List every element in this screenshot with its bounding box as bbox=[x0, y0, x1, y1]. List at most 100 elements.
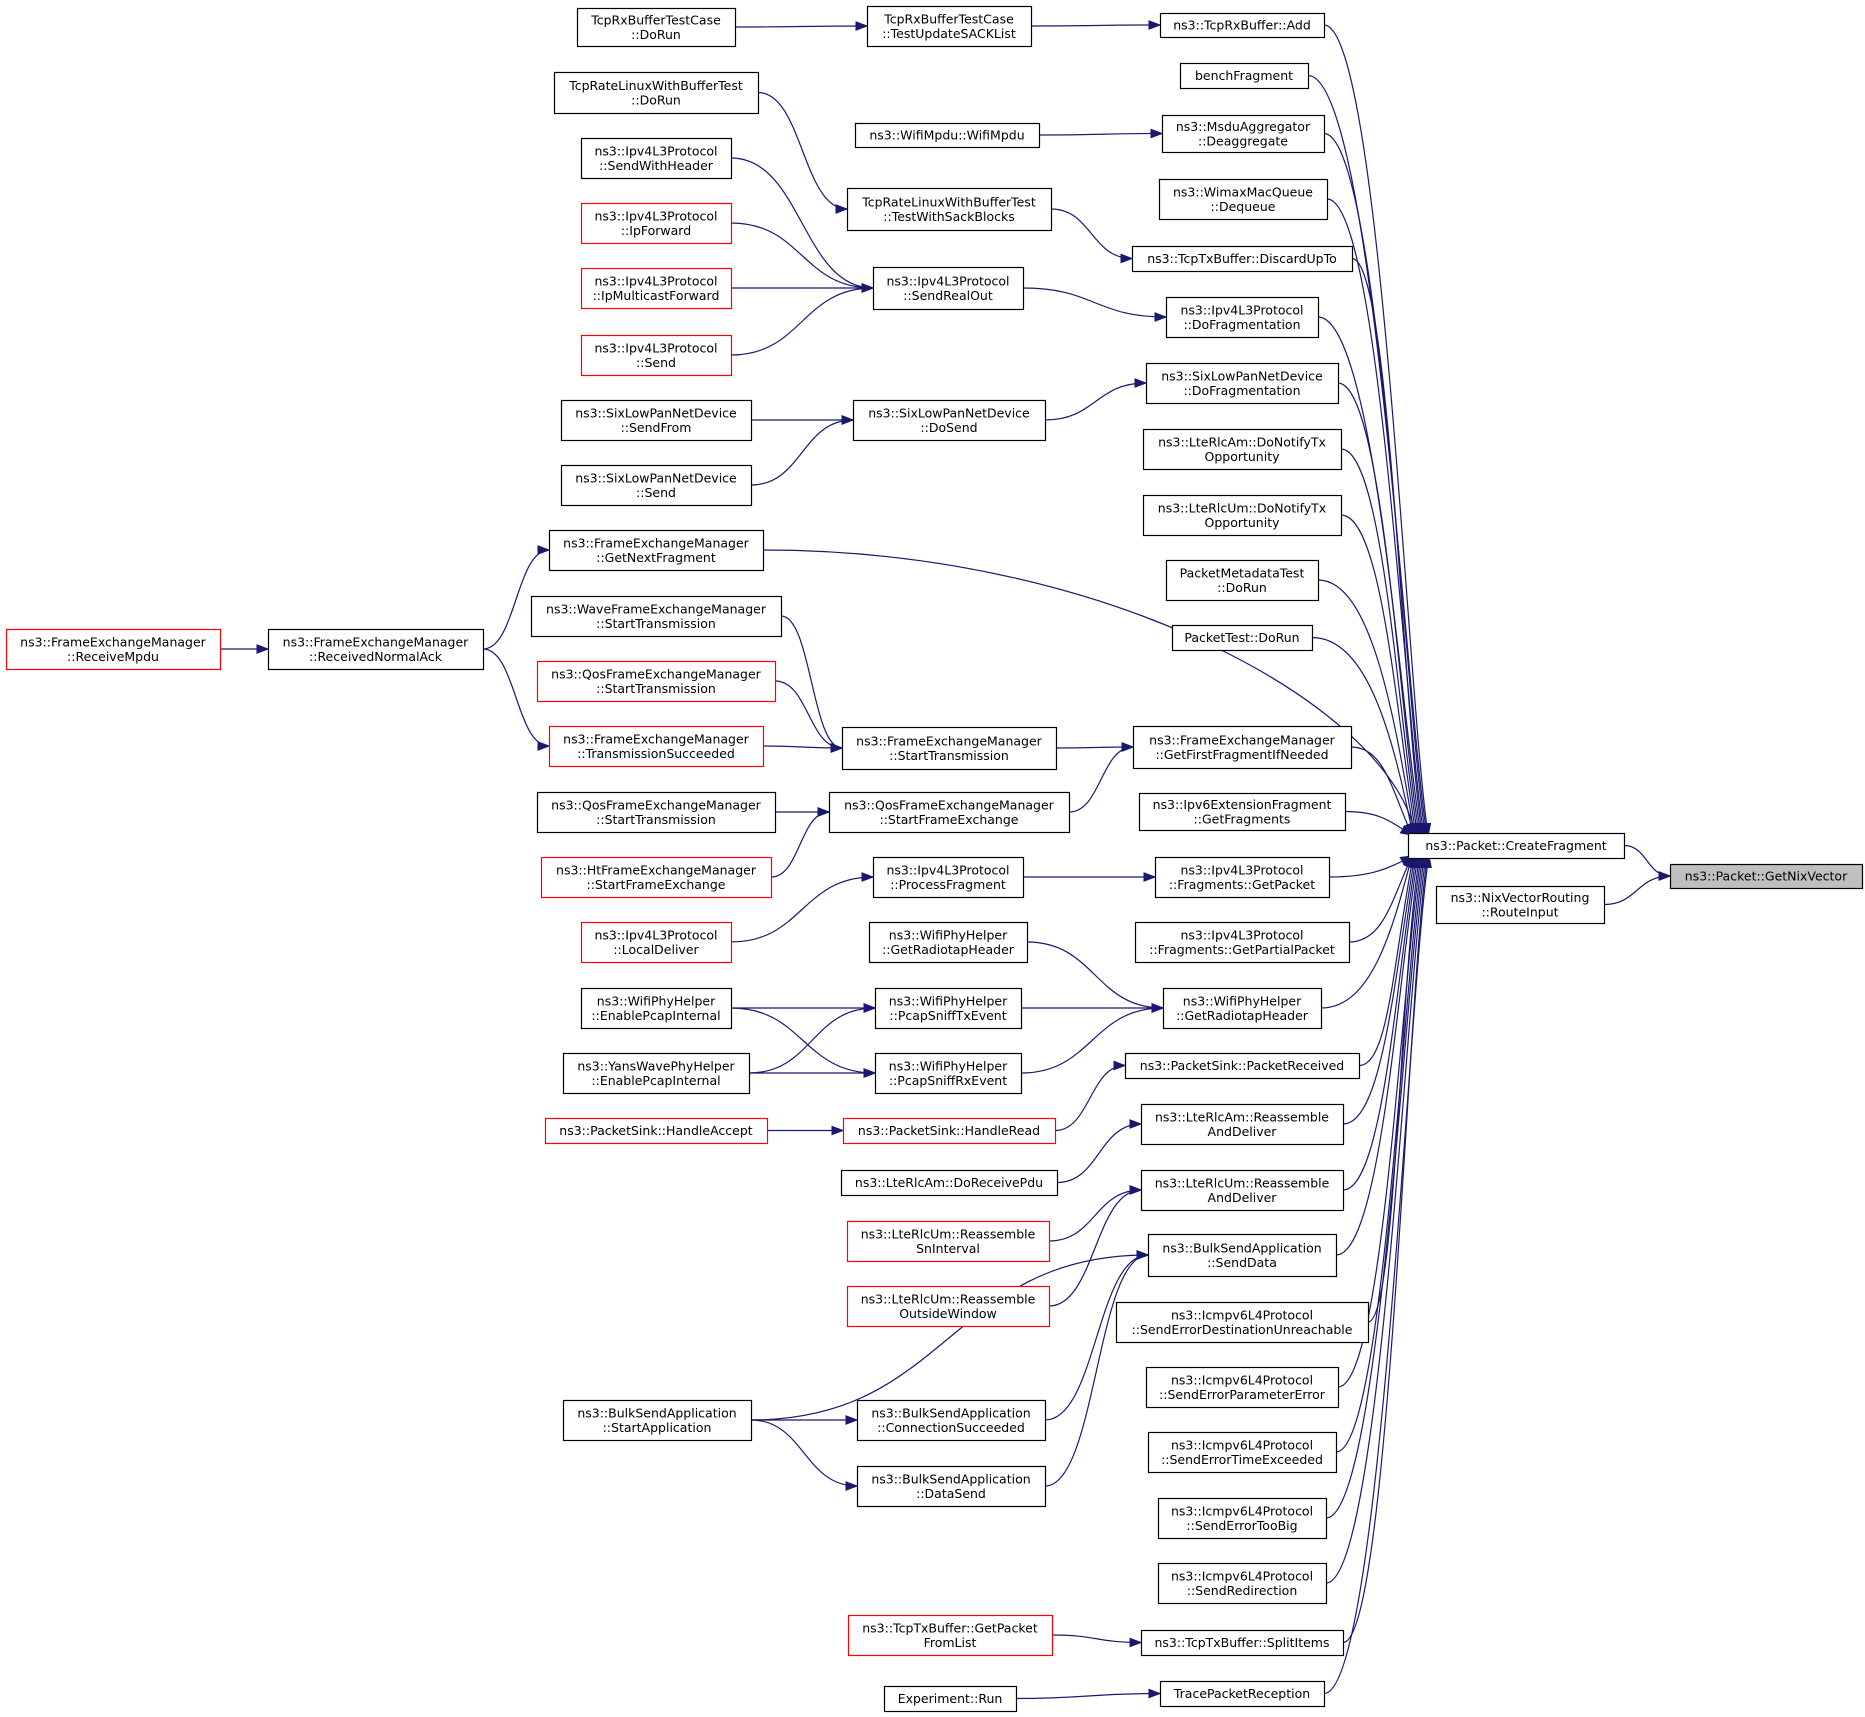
node-box bbox=[846, 187, 1053, 232]
node-fem_getnext[interactable]: ns3::FrameExchangeManager::GetNextFragme… bbox=[548, 529, 765, 572]
node-icmpdestunreach[interactable]: ns3::Icmpv6L4Protocol::SendErrorDestinat… bbox=[1115, 1301, 1370, 1344]
node-ipv4sendwithhdr[interactable]: ns3::Ipv4L3Protocol::SendWithHeader bbox=[580, 137, 733, 180]
node-ipv4dofrag[interactable]: ns3::Ipv4L3Protocol::DoFragmentation bbox=[1165, 296, 1320, 339]
node-wifisnifftx[interactable]: ns3::WifiPhyHelper::PcapSniffTxEvent bbox=[874, 987, 1023, 1030]
node-ipv4ipforward[interactable]: ns3::Ipv4L3Protocol::IpForward bbox=[580, 202, 733, 245]
node-sixsend[interactable]: ns3::SixLowPanNetDevice::Send bbox=[560, 464, 753, 507]
node-box bbox=[1157, 1497, 1328, 1540]
node-tcptxsplit[interactable]: ns3::TcpTxBuffer::SplitItems bbox=[1140, 1629, 1345, 1657]
node-wifiradiotap2[interactable]: ns3::WifiPhyHelper::GetRadiotapHeader bbox=[1162, 987, 1323, 1030]
node-fem_recvmpdu[interactable]: ns3::FrameExchangeManager::ReceiveMpdu bbox=[5, 628, 222, 671]
edge-arrowhead bbox=[1399, 824, 1414, 836]
edge-nixrouteinput-to-getnixvector bbox=[1603, 871, 1672, 906]
node-label-line: ns3::BulkSendApplication bbox=[871, 1471, 1030, 1486]
node-qosfem_starttx[interactable]: ns3::QosFrameExchangeManager::StartTrans… bbox=[536, 791, 777, 834]
node-wimaxdequeue[interactable]: ns3::WimaxMacQueue::Dequeue bbox=[1158, 178, 1329, 221]
node-tcpratetestdorun[interactable]: TcpRateLinuxWithBufferTest::DoRun bbox=[553, 71, 760, 115]
node-fem_starttx[interactable]: ns3::FrameExchangeManager::StartTransmis… bbox=[841, 726, 1058, 771]
node-label-line: ::StartTransmission bbox=[889, 748, 1009, 763]
edge-tcprxtestupdate-to-tcprxadd bbox=[1030, 20, 1162, 30]
node-ipv4localdeliver[interactable]: ns3::Ipv4L3Protocol::LocalDeliver bbox=[580, 921, 733, 964]
node-tcprxadd[interactable]: ns3::TcpRxBuffer::Add bbox=[1159, 12, 1326, 39]
edge-arrowhead bbox=[1658, 871, 1672, 881]
node-tcprxtestupdate[interactable]: TcpRxBufferTestCase::TestUpdateSACKList bbox=[866, 5, 1033, 48]
node-lteamdorecv[interactable]: ns3::LteRlcAm::DoReceivePdu bbox=[840, 1169, 1059, 1197]
edge-bulkstartapp-to-bulkdatasend bbox=[750, 1419, 859, 1491]
node-label-line: ns3::LteRlcAm::DoNotifyTx bbox=[1158, 434, 1326, 449]
edge-arrowhead bbox=[845, 1481, 859, 1491]
edge-line bbox=[1051, 1634, 1142, 1644]
node-msdudeagg[interactable]: ns3::MsduAggregator::Deaggregate bbox=[1161, 114, 1326, 154]
node-ipv6extfrag[interactable]: ns3::Ipv6ExtensionFragment::GetFragments bbox=[1138, 792, 1347, 832]
node-tcprxtestdorun[interactable]: TcpRxBufferTestCase::DoRun bbox=[576, 7, 737, 48]
node-qosfem_startfe[interactable]: ns3::QosFrameExchangeManager::StartFrame… bbox=[828, 791, 1071, 834]
node-ipv4sendrealout[interactable]: ns3::Ipv4L3Protocol::SendRealOut bbox=[872, 266, 1025, 311]
node-label-line: ns3::FrameExchangeManager bbox=[283, 634, 469, 649]
edge-arrowhead bbox=[863, 1003, 877, 1013]
node-sixdofrag[interactable]: ns3::SixLowPanNetDevice::DoFragmentation bbox=[1145, 362, 1340, 405]
node-pktsinkrecv[interactable]: ns3::PacketSink::PacketReceived bbox=[1124, 1052, 1361, 1080]
edge-line bbox=[1350, 746, 1413, 836]
node-ipv4fraggetpartial[interactable]: ns3::Ipv4L3Protocol::Fragments::GetParti… bbox=[1134, 921, 1351, 964]
edge-line bbox=[1038, 132, 1163, 136]
node-createfragment[interactable]: ns3::Packet::CreateFragment bbox=[1407, 832, 1626, 860]
node-qosfem_starttx_r[interactable]: ns3::QosFrameExchangeManager::StartTrans… bbox=[536, 660, 777, 703]
node-nixrouteinput[interactable]: ns3::NixVectorRouting::RouteInput bbox=[1435, 885, 1606, 925]
edge-ipv4ipforward-to-ipv4sendrealout bbox=[730, 222, 875, 293]
node-pktsinkhandleread[interactable]: ns3::PacketSink::HandleRead bbox=[842, 1117, 1057, 1145]
node-icmpredirect[interactable]: ns3::Icmpv6L4Protocol::SendRedirection bbox=[1157, 1562, 1328, 1605]
edge-arrowhead bbox=[1129, 1119, 1143, 1129]
node-getnixvector[interactable]: ns3::Packet::GetNixVector bbox=[1669, 863, 1864, 890]
node-ipv4ipmcast[interactable]: ns3::Ipv4L3Protocol::IpMulticastForward bbox=[580, 267, 733, 310]
edge-line bbox=[1342, 855, 1416, 1125]
node-fem_txsucc[interactable]: ns3::FrameExchangeManager::TransmissionS… bbox=[548, 725, 765, 768]
node-icmptimeexc[interactable]: ns3::Icmpv6L4Protocol::SendErrorTimeExce… bbox=[1147, 1431, 1338, 1474]
node-yansenablepcap[interactable]: ns3::YansWavePhyHelper::EnablePcapIntern… bbox=[562, 1052, 751, 1095]
node-sixsendfrom[interactable]: ns3::SixLowPanNetDevice::SendFrom bbox=[560, 399, 753, 442]
node-box bbox=[1159, 1680, 1326, 1708]
node-bulkdatasend[interactable]: ns3::BulkSendApplication::DataSend bbox=[856, 1465, 1047, 1508]
node-icmptoobig[interactable]: ns3::Icmpv6L4Protocol::SendErrorTooBig bbox=[1157, 1497, 1328, 1540]
node-tracepktrecv[interactable]: TracePacketReception bbox=[1159, 1680, 1326, 1708]
node-label-line: ns3::Ipv4L3Protocol bbox=[1180, 927, 1303, 942]
node-htfem_startfe[interactable]: ns3::HtFrameExchangeManager::StartFrameE… bbox=[540, 856, 773, 899]
node-packettest[interactable]: PacketTest::DoRun bbox=[1171, 624, 1314, 652]
node-sixdosend[interactable]: ns3::SixLowPanNetDevice::DoSend bbox=[852, 399, 1047, 442]
node-label-line: ::SendErrorDestinationUnreachable bbox=[1132, 1322, 1353, 1337]
node-wifiradiotap1[interactable]: ns3::WifiPhyHelper::GetRadiotapHeader bbox=[868, 921, 1029, 964]
node-ipv4procfrag[interactable]: ns3::Ipv4L3Protocol::ProcessFragment bbox=[872, 856, 1025, 899]
node-bulkconnsucc[interactable]: ns3::BulkSendApplication::ConnectionSucc… bbox=[856, 1399, 1047, 1442]
node-pktmetatest[interactable]: PacketMetadataTest::DoRun bbox=[1165, 559, 1320, 602]
node-bulksenddata[interactable]: ns3::BulkSendApplication::SendData bbox=[1147, 1233, 1338, 1278]
node-tcpratetestsack[interactable]: TcpRateLinuxWithBufferTest::TestWithSack… bbox=[846, 187, 1053, 232]
node-experimentrun[interactable]: Experiment::Run bbox=[883, 1685, 1018, 1713]
node-box bbox=[1179, 62, 1310, 90]
node-wifimpdu[interactable]: ns3::WifiMpdu::WifiMpdu bbox=[854, 122, 1041, 149]
node-fem_recvnormalack[interactable]: ns3::FrameExchangeManager::ReceivedNorma… bbox=[267, 628, 485, 671]
node-tcptxdiscard[interactable]: ns3::TcpTxBuffer::DiscardUpTo bbox=[1131, 245, 1354, 273]
node-box bbox=[847, 1614, 1054, 1657]
node-bulkstartapp[interactable]: ns3::BulkSendApplication::StartApplicati… bbox=[562, 1399, 753, 1442]
node-pktsinkhandleaccept[interactable]: ns3::PacketSink::HandleAccept bbox=[544, 1117, 769, 1145]
node-ipv4fraggetpkt[interactable]: ns3::Ipv4L3Protocol::Fragments::GetPacke… bbox=[1154, 856, 1331, 899]
node-ipv4send[interactable]: ns3::Ipv4L3Protocol::Send bbox=[580, 334, 733, 377]
node-benchfragment[interactable]: benchFragment bbox=[1179, 62, 1310, 90]
edge-arrowhead bbox=[1148, 20, 1162, 30]
edge-line bbox=[1337, 855, 1422, 1388]
node-box bbox=[536, 791, 777, 834]
node-box bbox=[1132, 725, 1353, 770]
node-wavefem_starttx[interactable]: ns3::WaveFrameExchangeManager::StartTran… bbox=[530, 595, 783, 638]
node-wifienablepcap[interactable]: ns3::WifiPhyHelper::EnablePcapInternal bbox=[580, 987, 733, 1030]
node-label-line: OutsideWindow bbox=[899, 1306, 997, 1321]
node-icmpparamerr[interactable]: ns3::Icmpv6L4Protocol::SendErrorParamete… bbox=[1145, 1366, 1340, 1409]
node-fem_getfirst[interactable]: ns3::FrameExchangeManager::GetFirstFragm… bbox=[1132, 725, 1353, 770]
node-wifisniffrx[interactable]: ns3::WifiPhyHelper::PcapSniffRxEvent bbox=[874, 1052, 1023, 1095]
edge-line bbox=[1326, 198, 1425, 836]
